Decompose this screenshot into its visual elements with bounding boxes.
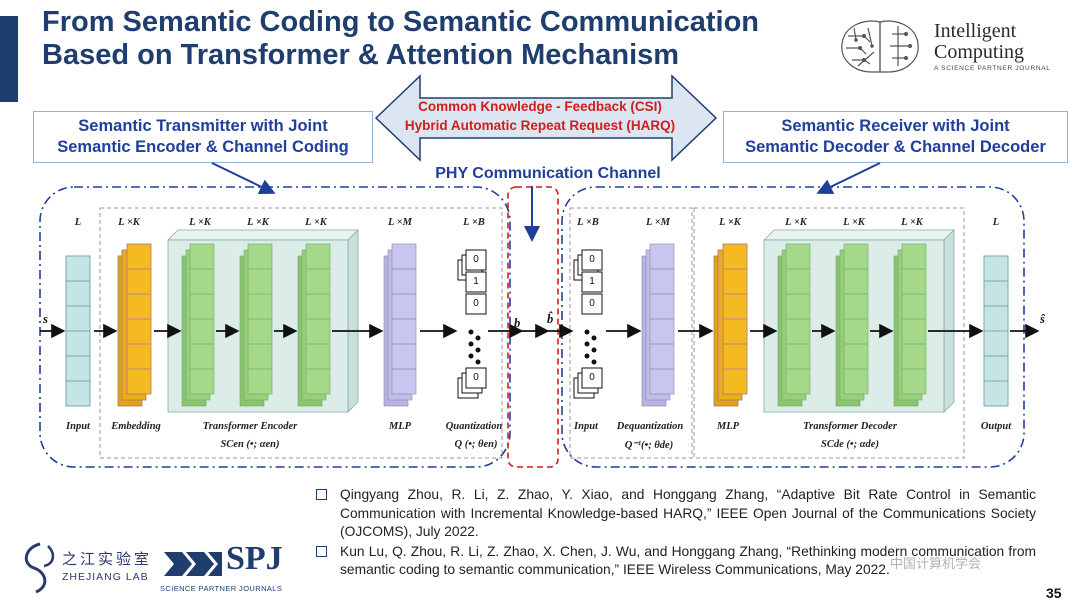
rx-decoder-layer-3 (893, 243, 927, 407)
var-s-hat: ŝ (1040, 312, 1045, 326)
reference-item: Qingyang Zhou, R. Li, Z. Zhao, Y. Xiao, … (316, 486, 1036, 542)
rx-decoder-layer-2 (835, 243, 869, 407)
tx-mlp-label: MLP (388, 421, 412, 432)
rx-bit: 1 (589, 276, 595, 287)
harq-label: Hybrid Automatic Repeat Request (HARQ) (404, 118, 676, 133)
tx-quant-function: Q (•; θen) (454, 439, 498, 450)
rx-dequant-dim: L ×M (646, 217, 670, 228)
tx-input-column (65, 255, 91, 407)
tx-encoder-label: Transformer Encoder (202, 421, 298, 432)
spj-logo-icon (164, 552, 222, 576)
title-accent-bar (0, 16, 18, 102)
tx-enc3-dim: L ×K (305, 217, 327, 228)
tx-bit: 0 (473, 254, 479, 265)
rx-pointer-arrow (816, 162, 881, 194)
rx-dec2-dim: L ×K (843, 217, 865, 228)
rx-input-label: Input (574, 421, 598, 432)
feedback-csi-label: Common Knowledge - Feedback (CSI) (418, 99, 662, 114)
rx-bit-ellipsis (584, 329, 597, 365)
receiver-title: Semantic Receiver with Joint Semantic De… (723, 111, 1068, 163)
ic-logo-subtitle: A SCIENCE PARTNER JOURNAL (934, 65, 1051, 72)
rx-input-bits (573, 249, 603, 399)
tx-enc2-dim: L ×K (247, 217, 269, 228)
var-s: s (43, 312, 48, 326)
tx-encoder-layer-3 (297, 243, 331, 407)
zj-logo-sub: ZHEJIANG LAB (62, 571, 149, 583)
rx-mlp-dim: L ×K (719, 217, 741, 228)
rx-bit: 0 (589, 298, 595, 309)
channel-frame (507, 186, 559, 468)
tx-bit-ellipsis (468, 329, 481, 365)
rx-input-dim: L ×B (577, 217, 599, 228)
tx-encoder-function: SCen (•; αen) (220, 439, 280, 450)
square-bullet-icon (316, 545, 327, 557)
rx-dequantization-stack (641, 243, 675, 407)
watermark: 中国计算机学会 (890, 556, 982, 571)
phy-channel-label: PHY Communication Channel (435, 165, 661, 182)
feedback-double-arrow (374, 74, 718, 162)
rx-output-label: Output (980, 421, 1012, 432)
zj-logo-name: 之江实验室 (62, 551, 153, 568)
rx-decoder-function: SCde (•; αde) (821, 439, 879, 450)
rx-mlp-stack (713, 243, 748, 407)
tx-enc1-dim: L ×K (189, 217, 211, 228)
rx-decoder-layer-1 (777, 243, 811, 407)
rx-bit: 0 (589, 254, 595, 265)
tx-input-dim: L (74, 217, 82, 228)
slide-title: From Semantic Coding to Semantic Communi… (42, 6, 760, 71)
tx-bit: 1 (473, 276, 479, 287)
square-bullet-icon (316, 489, 327, 500)
rx-bit: 0 (589, 372, 595, 383)
var-b-hat: b̂ (547, 312, 554, 326)
tx-encoder-layer-1 (181, 243, 215, 407)
tx-quant-label: Quantization (445, 421, 503, 432)
tx-quant-dim: L ×B (463, 217, 485, 228)
rx-dequant-label: Dequantization (616, 421, 684, 432)
tx-bit: 0 (473, 372, 479, 383)
tx-embedding-dim: L ×K (118, 217, 140, 228)
tx-mlp-dim: L ×M (388, 217, 412, 228)
rx-mlp-label: MLP (716, 421, 740, 432)
references-list: Qingyang Zhou, R. Li, Z. Zhao, Y. Xiao, … (316, 486, 1036, 581)
rx-decoder-label: Transformer Decoder (803, 421, 897, 432)
tx-mlp-stack (383, 243, 417, 407)
tx-encoder-layer-2 (239, 243, 273, 407)
rx-output-column (983, 255, 1009, 407)
transmitter-title: Semantic Transmitter with Joint Semantic… (33, 111, 373, 163)
rx-dec3-dim: L ×K (901, 217, 923, 228)
ic-logo-title: Intelligent Computing (934, 20, 1025, 63)
tx-pointer-arrow (211, 162, 276, 194)
receiver-frame (561, 186, 1025, 468)
rx-dec1-dim: L ×K (785, 217, 807, 228)
spj-logo-sub: SCIENCE PARTNER JOURNALS (160, 584, 283, 593)
brain-circuit-logo-icon (841, 20, 919, 73)
zhejiang-lab-logo-icon (24, 542, 55, 594)
tx-input-label: Input (66, 421, 90, 432)
tx-embedding-label: Embedding (111, 421, 161, 432)
reference-item: Kun Lu, Q. Zhou, R. Li, Z. Zhao, X. Chen… (316, 543, 1036, 580)
page-number: 35 (1046, 585, 1062, 601)
tx-embedding-stack (117, 243, 152, 407)
spj-logo-name: SPJ (226, 540, 283, 577)
tx-bit: 0 (473, 298, 479, 309)
rx-output-dim: L (992, 217, 1000, 228)
var-b: b (514, 316, 521, 330)
tx-quantization-bits (457, 249, 487, 399)
transmitter-frame (39, 186, 511, 468)
rx-dequant-function: Q⁻¹(•; θde) (624, 440, 674, 451)
